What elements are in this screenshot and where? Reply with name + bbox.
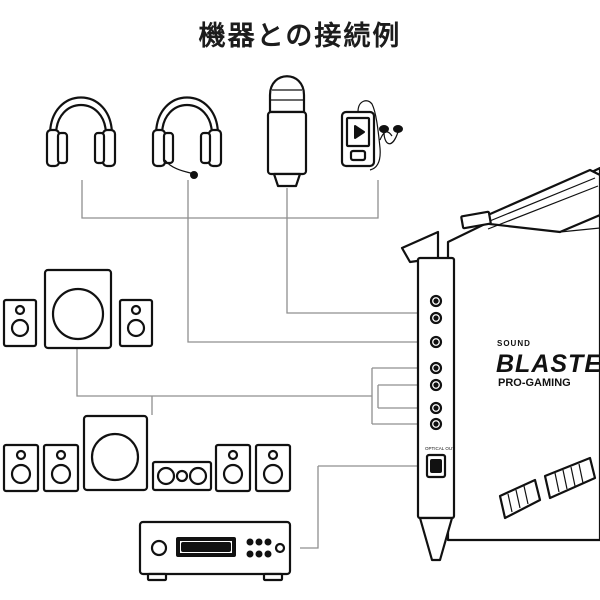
av-receiver-icon bbox=[138, 520, 292, 582]
brand-top-text: SOUND bbox=[497, 339, 531, 348]
audio-ports bbox=[429, 294, 443, 431]
line-headset bbox=[187, 180, 430, 343]
2-1-speakers-icon bbox=[2, 268, 154, 350]
line-mic bbox=[286, 188, 430, 314]
line-headphones bbox=[81, 180, 379, 219]
line-2-1-speakers bbox=[76, 348, 318, 397]
headphones-icon bbox=[45, 96, 117, 168]
5-1-speakers-icon bbox=[2, 414, 292, 493]
headset-icon bbox=[151, 96, 223, 179]
line-receiver bbox=[300, 466, 319, 549]
diagram-title: 機器との接続例 bbox=[198, 21, 402, 52]
microphone-icon bbox=[266, 75, 308, 188]
brand-main-text: BLASTER bbox=[496, 350, 600, 378]
brand-sub-text: PRO-GAMING bbox=[498, 377, 571, 389]
optical-out-label: OPTICAL OUT bbox=[425, 446, 455, 451]
sound-card-icon: SOUND BLASTER PRO-GAMING OPTICAL OUT bbox=[400, 166, 600, 562]
connection-lines bbox=[76, 180, 430, 549]
media-player-icon bbox=[340, 100, 403, 171]
